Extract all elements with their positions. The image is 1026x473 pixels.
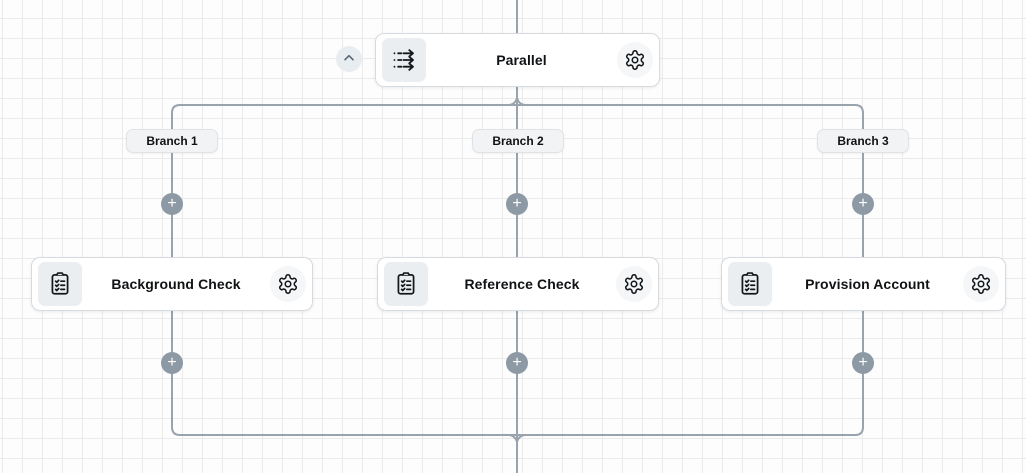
parallel-settings-button[interactable] [617,42,653,78]
gear-icon [624,49,646,71]
node-label: Background Check [111,276,241,292]
add-step-button-branch1-bottom[interactable]: + [161,352,183,374]
add-step-button-branch2-bottom[interactable]: + [506,352,528,374]
node-label: Reference Check [464,276,580,292]
collapse-parallel-button[interactable] [336,46,362,72]
clipboard-checklist-icon [38,262,82,306]
reference-check-settings-button[interactable] [616,266,652,302]
parallel-arrows-icon [382,38,426,82]
task-node-background-check[interactable]: Background Check [31,257,313,311]
chevron-up-icon [341,50,357,69]
node-label: Provision Account [805,276,930,292]
background-check-settings-button[interactable] [270,266,306,302]
add-step-button-branch1-top[interactable]: + [161,193,183,215]
add-step-button-branch3-top[interactable]: + [852,193,874,215]
node-parallel[interactable]: Parallel [375,33,660,87]
node-label: Parallel [496,52,547,68]
add-step-button-branch3-bottom[interactable]: + [852,352,874,374]
task-node-reference-check[interactable]: Reference Check [377,257,659,311]
gear-icon [623,273,645,295]
edge-split-fillet [507,97,527,106]
provision-account-settings-button[interactable] [963,266,999,302]
branch-label-1[interactable]: Branch 1 [126,129,218,153]
branch-label-2[interactable]: Branch 2 [472,129,564,153]
edge-merge-fillet [507,434,527,443]
task-node-provision-account[interactable]: Provision Account [721,257,1006,311]
branch-label-3[interactable]: Branch 3 [817,129,909,153]
gear-icon [970,273,992,295]
clipboard-checklist-icon [384,262,428,306]
add-step-button-branch2-top[interactable]: + [506,193,528,215]
clipboard-checklist-icon [728,262,772,306]
gear-icon [277,273,299,295]
